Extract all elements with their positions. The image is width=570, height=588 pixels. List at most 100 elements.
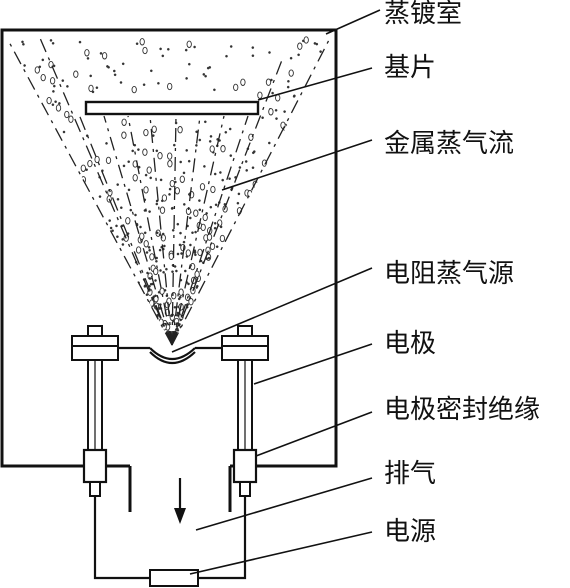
vapor-particle bbox=[121, 131, 127, 139]
vapor-particle bbox=[175, 269, 178, 273]
vapor-particle bbox=[182, 171, 186, 175]
vapor-particle bbox=[121, 238, 124, 241]
vapor-particle bbox=[101, 52, 108, 60]
vapor-particle bbox=[51, 103, 55, 106]
vapor-particle bbox=[198, 208, 202, 212]
vapor-particle bbox=[184, 48, 188, 52]
vapor-particle bbox=[151, 125, 157, 133]
label-electrode-seal: 电极密封绝缘 bbox=[384, 395, 540, 425]
vapor-particle bbox=[179, 318, 182, 322]
vapor-particle bbox=[224, 130, 228, 134]
leader-lines bbox=[171, 9, 381, 575]
vapor-particle bbox=[245, 169, 248, 172]
vapor-particle bbox=[261, 116, 264, 119]
vapor-particle bbox=[179, 175, 185, 183]
vapor-particle bbox=[283, 110, 286, 113]
vapor-particle bbox=[53, 84, 56, 88]
vapor-ray bbox=[171, 115, 249, 346]
vapor-particle bbox=[159, 206, 166, 214]
vapor-particle bbox=[159, 269, 162, 272]
vapor-particle bbox=[149, 69, 153, 73]
vapor-particle bbox=[169, 179, 175, 188]
vapor-particle bbox=[195, 284, 199, 288]
label-electrode: 电极 bbox=[384, 329, 436, 359]
vapor-particle bbox=[172, 143, 176, 147]
vapor-particle bbox=[205, 212, 208, 215]
vapor-particle bbox=[193, 250, 197, 254]
vapor-particle bbox=[240, 78, 246, 86]
vapor-particle bbox=[159, 287, 165, 295]
vapor-particle bbox=[265, 78, 272, 86]
vapor-particle bbox=[131, 149, 134, 153]
vapor-particle bbox=[186, 40, 192, 48]
vapor-particle bbox=[297, 53, 300, 57]
vapor-particle bbox=[51, 42, 55, 45]
vapor-particle bbox=[233, 83, 239, 92]
vapor-particle bbox=[142, 83, 146, 86]
vapor-particle bbox=[143, 231, 147, 235]
vapor-particle bbox=[202, 213, 208, 222]
vapor-particle bbox=[21, 40, 24, 44]
vapor-particle bbox=[208, 66, 212, 69]
vapor-particle bbox=[177, 126, 183, 134]
vapor-particle bbox=[120, 206, 123, 209]
label-substrate: 基片 bbox=[384, 53, 436, 83]
vapor-particle bbox=[229, 45, 233, 48]
vapor-particle bbox=[158, 248, 162, 252]
vapor-particle bbox=[146, 271, 149, 275]
vapor-particle bbox=[244, 160, 248, 163]
vapor-particle bbox=[111, 229, 114, 232]
vapor-particle bbox=[208, 140, 212, 143]
vapor-particle bbox=[187, 62, 191, 66]
vapor-particle bbox=[157, 82, 160, 85]
vapor-particle bbox=[168, 252, 174, 261]
vapor-particle bbox=[167, 82, 173, 91]
vapor-particle bbox=[80, 164, 86, 172]
electrode-seal-right bbox=[232, 448, 258, 484]
vapor-particle bbox=[155, 149, 159, 153]
vapor-particle bbox=[193, 45, 196, 49]
vapor-particle bbox=[86, 57, 90, 60]
vapor-particle bbox=[121, 118, 127, 126]
vapor-particle bbox=[54, 100, 57, 103]
vapor-particle bbox=[61, 79, 65, 82]
vapor-particle bbox=[78, 40, 82, 44]
vapor-particle bbox=[113, 69, 116, 73]
vapor-particle bbox=[163, 244, 166, 248]
vapor-particle bbox=[174, 180, 177, 184]
vapor-particle bbox=[109, 226, 113, 230]
vapor-particle bbox=[248, 133, 254, 141]
label-vapor-stream: 金属蒸气流 bbox=[384, 129, 514, 159]
vapor-particle bbox=[87, 159, 93, 168]
vapor-particle bbox=[89, 74, 92, 78]
vapor-particle bbox=[162, 270, 165, 274]
vapor-particle bbox=[131, 85, 137, 94]
vapor-particle bbox=[251, 54, 255, 58]
vapor-particle bbox=[194, 230, 197, 234]
vapor-particle bbox=[170, 207, 174, 210]
vapor-ray bbox=[171, 59, 283, 346]
vapor-particle bbox=[115, 224, 118, 228]
vapor-particle bbox=[116, 235, 119, 238]
vapor-particle bbox=[167, 152, 173, 160]
vapor-particle bbox=[95, 86, 99, 89]
vapor-particle bbox=[219, 171, 222, 174]
vapor-particle bbox=[287, 80, 290, 83]
vapor-particle bbox=[206, 233, 213, 241]
vapor-particle bbox=[121, 62, 125, 66]
vapor-particle bbox=[127, 188, 131, 192]
vapor-particle bbox=[257, 91, 263, 99]
vapor-particle bbox=[182, 240, 186, 244]
vapor-particle bbox=[213, 221, 217, 225]
vapor-ray bbox=[127, 115, 173, 346]
vapor-particle bbox=[161, 194, 168, 202]
vapor-particle bbox=[22, 43, 25, 46]
vapor-particle bbox=[158, 233, 162, 236]
vapor-particle bbox=[119, 81, 123, 84]
vapor-particle bbox=[176, 222, 180, 226]
vapor-particle bbox=[251, 46, 255, 49]
vapor-particle bbox=[94, 155, 100, 164]
power-supply bbox=[149, 569, 199, 587]
vapor-particle bbox=[229, 154, 233, 157]
